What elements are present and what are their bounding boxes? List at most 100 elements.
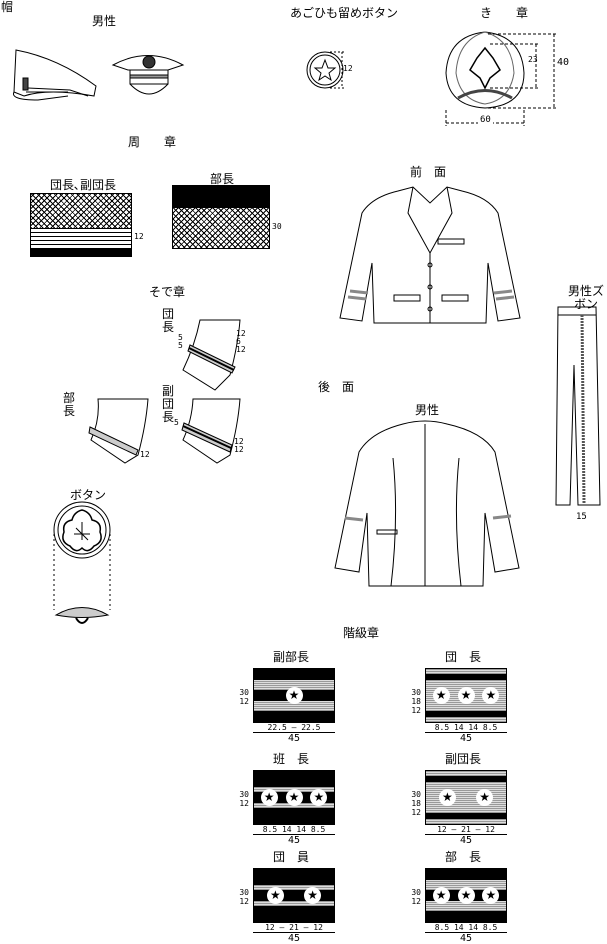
sleeve-vice — [181, 398, 241, 464]
rank-total-width: 45 — [425, 834, 507, 846]
chin-button-dim: 12 — [343, 64, 353, 73]
badge-width-dim: 60 — [478, 115, 493, 125]
back-label: 後 面 — [318, 380, 355, 394]
sleeve-vice-dim: 12 — [234, 445, 244, 454]
rank-badge: ★ — [253, 668, 335, 723]
rank-stripe — [254, 679, 334, 691]
rank-stripe — [426, 674, 506, 680]
rank-stripe — [426, 776, 506, 782]
rank-stripe — [426, 869, 506, 880]
rank-stripe — [254, 771, 334, 787]
cherry-blossom-star-icon: ★ — [310, 789, 328, 806]
sleeve-chief-dim: 6 — [236, 337, 241, 346]
trousers-stripe-dim: 15 — [576, 512, 587, 522]
rank-total-width: 45 — [253, 932, 335, 944]
cherry-blossom-star-icon: ★ — [432, 687, 450, 704]
cap-drawings — [13, 49, 185, 101]
cherry-blossom-star-icon: ★ — [476, 789, 494, 806]
sleeve-section-dim: 12 — [140, 450, 150, 459]
rank-stripe — [254, 700, 334, 712]
rank-stripe — [426, 771, 506, 777]
sleeve-chief — [182, 319, 241, 391]
rank-vertical-dims: 30 18 12 — [411, 790, 421, 817]
cherry-blossom-star-icon: ★ — [285, 687, 303, 704]
rank-stripe — [426, 669, 506, 675]
rank-horizontal-dims: 12 — 21 — 12 — [265, 923, 323, 932]
sleeve-vice-dim: 5 — [174, 418, 179, 427]
jacket-back-drawing — [334, 420, 520, 587]
rank-stripe — [254, 869, 334, 885]
button-label: ボタン — [70, 488, 107, 502]
rank-badge: ★★★ — [425, 868, 507, 923]
sleeve-chief-label: 団長 — [162, 307, 175, 334]
rank-stripe — [426, 900, 506, 912]
cap-male-label: 男性 — [92, 14, 117, 28]
rank-stripe — [426, 879, 506, 891]
band-chief-label: 団長､副団長 — [50, 178, 117, 192]
sleeve-section-label: 部長 — [63, 391, 76, 418]
trousers-drawing — [555, 306, 601, 506]
rank-stripe — [254, 711, 334, 722]
rank-stripe — [254, 900, 334, 907]
rank-stripe — [254, 906, 334, 922]
rank-horizontal-dims: 12 — 21 — 12 — [437, 825, 495, 834]
rank-total-width: 45 — [425, 932, 507, 944]
sleeve-chief-dim: 5 — [178, 341, 183, 350]
sleeve-heading: そで章 — [149, 285, 186, 299]
rank-vertical-dims: 30 18 12 — [411, 688, 421, 715]
rank-total-width: 45 — [253, 834, 335, 846]
rank-stripe — [254, 884, 334, 891]
cap-side-view — [13, 49, 97, 101]
rank-horizontal-dims: 22.5 — 22.5 — [267, 723, 321, 732]
cap-badge-drawing — [445, 31, 556, 126]
rank-badge: ★★ — [253, 868, 335, 923]
front-label: 前 面 — [410, 165, 447, 179]
cherry-blossom-star-icon: ★ — [285, 789, 303, 806]
rank-stripe — [254, 669, 334, 680]
cherry-blossom-star-icon: ★ — [457, 887, 475, 904]
rank-title: 団 員 — [273, 850, 310, 864]
cherry-blossom-star-icon: ★ — [304, 887, 322, 904]
badge-height-dim: 40 — [557, 57, 570, 68]
rank-total-width: 45 — [425, 732, 507, 744]
band-section-dim: 30 — [272, 222, 282, 231]
cherry-blossom-star-icon: ★ — [482, 687, 500, 704]
badge-inner-dim: 23 — [528, 55, 538, 64]
cherry-blossom-star-icon: ★ — [266, 887, 284, 904]
cap-badge-label: き 章 — [480, 6, 529, 20]
cherry-blossom-star-icon: ★ — [260, 789, 278, 806]
sleeve-chief-dims: 12 6 12 — [236, 330, 246, 354]
rank-badge: ★ ★ ★ — [425, 668, 507, 723]
band-section-label: 部長 — [210, 172, 235, 186]
rank-stripe — [426, 716, 506, 722]
band-section-swatch — [172, 185, 270, 249]
sleeve-chief-dim: 12 — [236, 345, 246, 354]
sleeve-section — [88, 398, 149, 464]
cap-front-view — [111, 55, 185, 95]
rank-vertical-dims: 30 12 — [239, 688, 249, 706]
rank-badge: ★ ★ ★ — [253, 770, 335, 825]
chin-strap-button-label: あごひも留めボタン — [290, 6, 399, 20]
rank-title: 部 長 — [445, 850, 482, 864]
band-chief-swatch — [30, 193, 132, 257]
band-heading: 周 章 — [128, 135, 177, 149]
cherry-blossom-star-icon: ★ — [432, 887, 450, 904]
sleeve-vice-dim: 12 — [234, 437, 244, 446]
uniform-button-drawing — [53, 501, 111, 624]
rank-vertical-dims: 30 12 — [239, 888, 249, 906]
rank-title: 副部長 — [273, 650, 310, 664]
sleeve-chief-dim: 12 — [236, 329, 246, 338]
rank-stripe — [426, 813, 506, 819]
rank-vertical-dims: 30 12 — [239, 790, 249, 808]
sleeve-chief-dim: 5 — [178, 333, 183, 342]
rank-stripe — [426, 711, 506, 717]
rank-horizontal-dims: 8.5 14 14 8.5 — [434, 923, 498, 932]
rank-vertical-dims: 30 12 — [411, 888, 421, 906]
sleeve-vice-dims: 12 12 — [234, 438, 244, 454]
rank-stripe — [254, 890, 334, 901]
band-chief-dim: 12 — [134, 232, 144, 241]
rank-title: 団 長 — [445, 650, 482, 664]
rank-stripe — [426, 911, 506, 922]
jacket-front-drawing — [339, 186, 521, 324]
cherry-blossom-star-icon: ★ — [457, 687, 475, 704]
